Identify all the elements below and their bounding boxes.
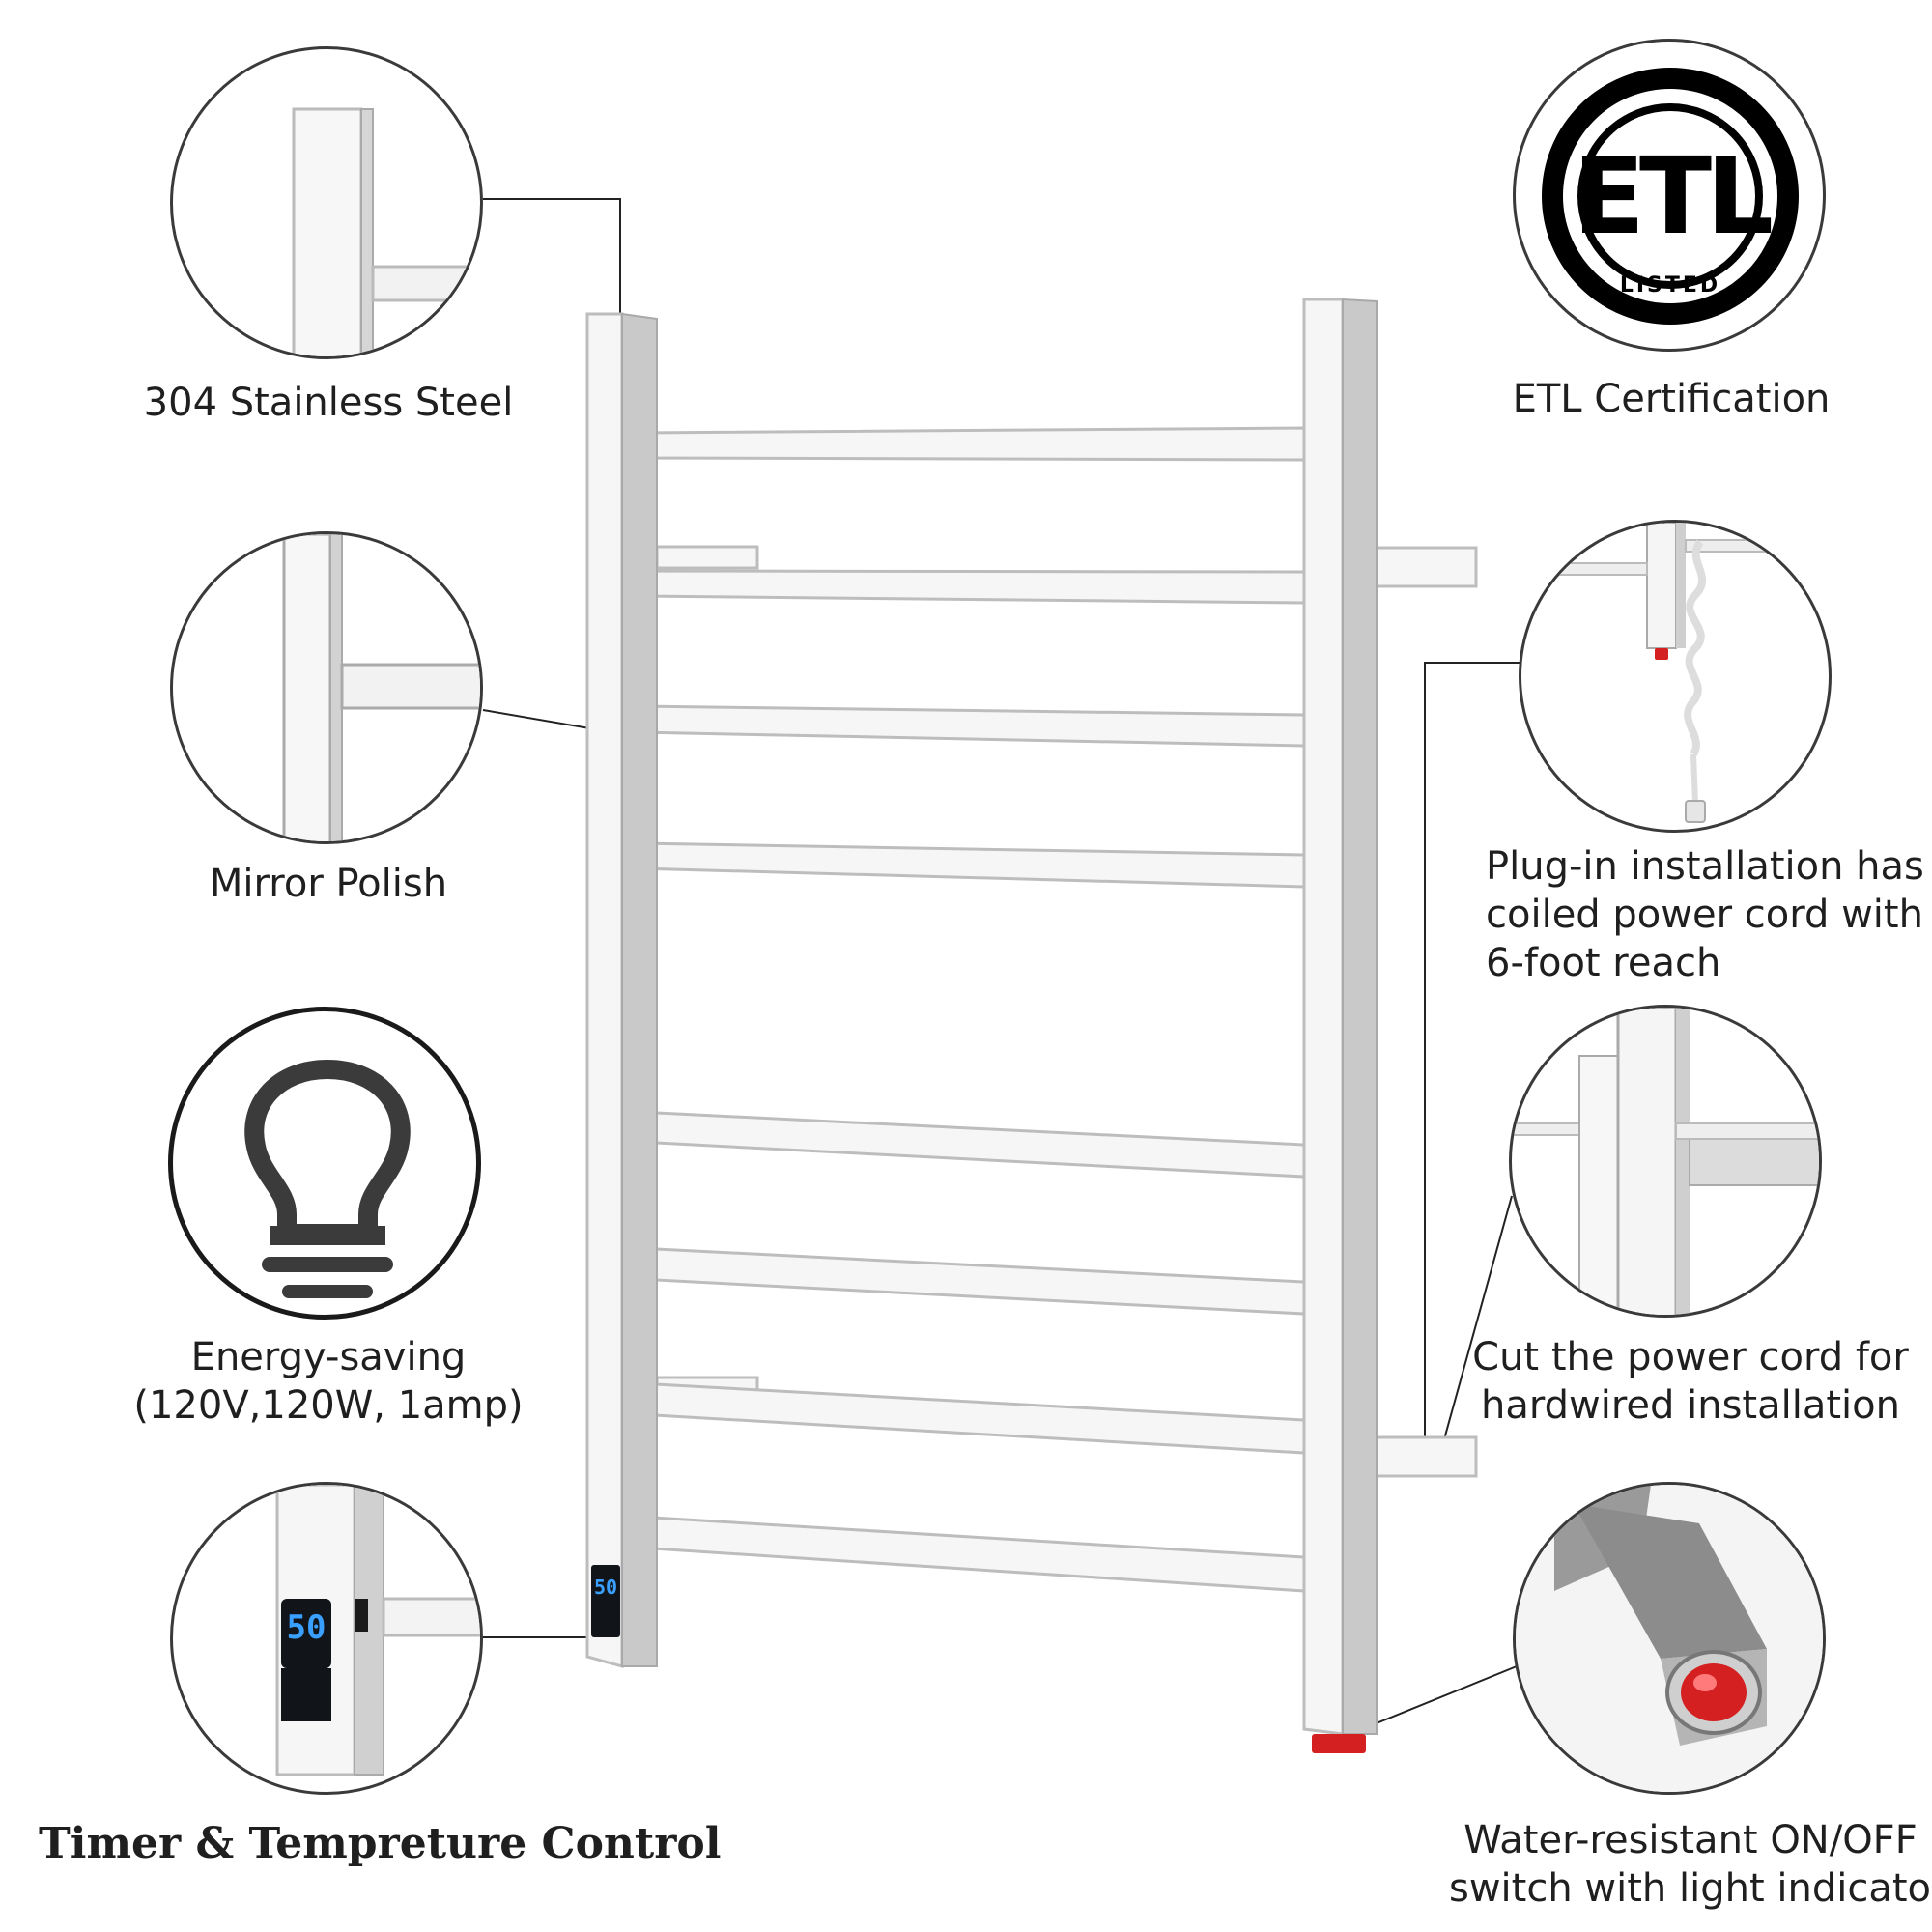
hardwire-line1: Cut the power cord for: [1472, 1335, 1909, 1379]
control-panel: [591, 1565, 620, 1637]
left-post-side: [621, 312, 658, 1667]
leader-hardwire: [1443, 1195, 1513, 1440]
circle-switch: [1513, 1482, 1826, 1795]
plug-line2: coiled power cord with: [1486, 893, 1923, 937]
label-timer-control: Timer & Tempreture Control: [39, 1819, 722, 1868]
left-post-front: [585, 312, 624, 1668]
polish-closeup-image: [282, 534, 480, 841]
leader-plug: [1424, 662, 1521, 1439]
switch-line1: Water-resistant ON/OFF: [1463, 1818, 1918, 1862]
right-post-front: [1302, 298, 1345, 1736]
lightbulb-icon: [244, 1060, 411, 1298]
label-mirror-polish: Mirror Polish: [209, 862, 448, 906]
label-energy-saving: Energy-saving (120V,120W, 1amp): [97, 1333, 560, 1430]
label-switch: Water-resistant ON/OFF switch with light…: [1449, 1816, 1932, 1913]
switch-closeup-image: [1516, 1485, 1823, 1792]
etl-logo-icon: [1542, 68, 1799, 325]
rack-bars: [636, 426, 1306, 1593]
bracket-right-bottom: [1370, 1435, 1478, 1478]
leader-switch: [1361, 1665, 1518, 1730]
timer-display-digits: 50: [286, 1608, 327, 1647]
etl-logo-text: ETL: [1572, 134, 1774, 258]
circle-timer-control: 50: [170, 1482, 483, 1795]
circle-plug-in: [1519, 520, 1832, 833]
circle-energy-saving: [168, 1007, 481, 1320]
circle-etl: ETL LISTED: [1513, 39, 1826, 352]
energy-line2: (120V,120W, 1amp): [133, 1383, 524, 1428]
label-plug-in: Plug-in installation has coiled power co…: [1486, 842, 1924, 987]
hardwire-closeup-image: [1512, 1008, 1819, 1315]
etl-logo-sub: LISTED: [1619, 273, 1721, 298]
energy-line1: Energy-saving: [190, 1335, 467, 1379]
hardwire-line2: hardwired installation: [1481, 1383, 1900, 1428]
control-panel-display: 50: [594, 1576, 617, 1599]
circle-hardwired: [1509, 1005, 1822, 1318]
leader-stainless: [483, 198, 621, 314]
plug-line1: Plug-in installation has: [1486, 844, 1924, 889]
power-cord-closeup-image: [1521, 523, 1829, 823]
label-etl: ETL Certification: [1512, 377, 1831, 421]
steel-closeup-image: [292, 107, 480, 356]
control-panel-closeup-image: [275, 1485, 480, 1776]
circle-stainless-steel: [170, 46, 483, 359]
switch-line2: switch with light indicator: [1449, 1866, 1932, 1911]
label-hardwired: Cut the power cord for hardwired install…: [1468, 1333, 1913, 1430]
circle-mirror-polish: [170, 531, 483, 844]
bracket-right-top: [1370, 546, 1478, 588]
bracket-left-top: [655, 545, 759, 570]
right-post-side: [1342, 298, 1378, 1735]
plug-line3: 6-foot reach: [1486, 941, 1721, 985]
label-stainless-steel: 304 Stainless Steel: [143, 381, 514, 425]
red-switch: [1312, 1734, 1366, 1753]
